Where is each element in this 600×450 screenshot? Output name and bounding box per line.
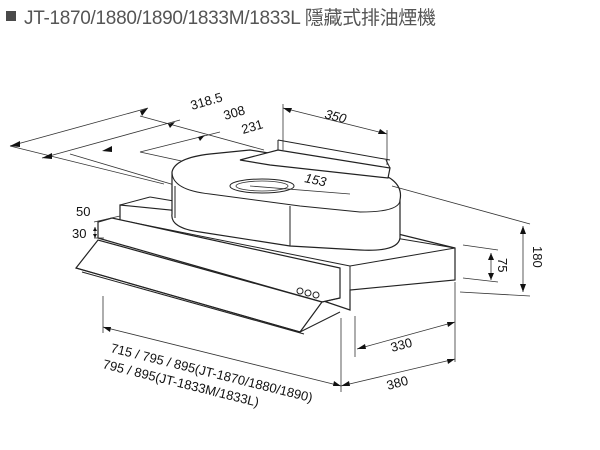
dim-318-5: 318.5: [189, 89, 224, 112]
dim-height-75: 75: [495, 258, 510, 272]
dim-depth-380: 380: [385, 373, 410, 393]
front-visor: [74, 217, 341, 335]
dim-front-50: 50: [76, 204, 90, 219]
top-left-dimension-lines: [9, 107, 265, 201]
page-title: JT-1870/1880/1890/1833M/1833L 隱藏式排油煙機: [24, 7, 436, 29]
motor-housing: [171, 139, 402, 251]
dim-height-180: 180: [530, 246, 545, 268]
control-button-2: [304, 289, 312, 297]
right-dimension-lines: [391, 185, 531, 297]
duct-outlet: [229, 178, 295, 194]
square-bullet-icon: [6, 11, 16, 21]
dim-duct-153: 153: [303, 170, 328, 189]
front-step-dimension-lines: [93, 215, 121, 239]
control-button-1: [296, 287, 304, 295]
dim-308: 308: [222, 102, 247, 122]
dim-231: 231: [240, 116, 265, 136]
dim-depth-330: 330: [389, 335, 414, 355]
bracket-dimension: [282, 104, 388, 165]
control-button-3: [312, 291, 320, 299]
depth-dimension-lines: [102, 282, 456, 392]
dim-bracket-350: 350: [323, 106, 348, 126]
page-header: JT-1870/1880/1890/1833M/1833L 隱藏式排油煙機: [4, 4, 436, 29]
dim-front-30: 30: [72, 226, 86, 241]
